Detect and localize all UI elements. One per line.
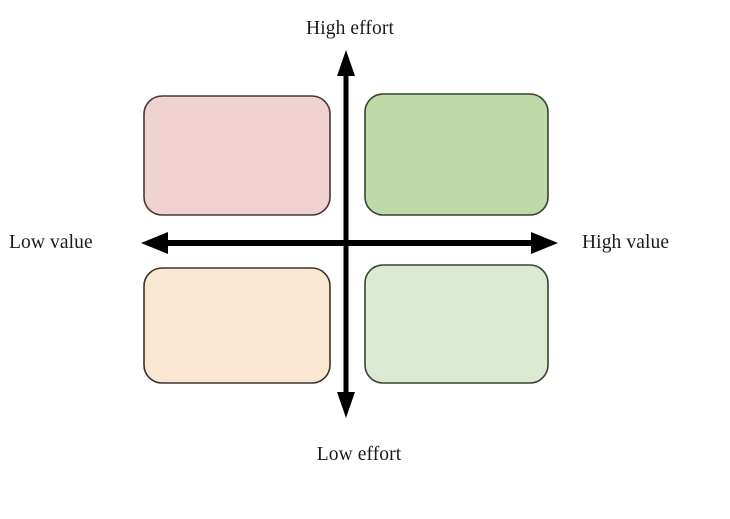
axis-label-high-value: High value [582,232,670,253]
quadrant-low-value-high-effort[interactable] [143,95,331,216]
arrow-up-icon [337,50,355,76]
axis-label-low-value: Low value [9,232,93,253]
quadrant-high-value-high-effort[interactable] [364,93,549,216]
quadrant-group [143,93,549,384]
effort-axis [337,50,355,418]
arrow-left-icon [141,232,168,254]
axis-label-low-effort: Low effort [316,444,402,465]
quadrant-low-value-low-effort[interactable] [143,267,331,384]
arrow-down-icon [337,392,355,418]
axis-label-high-effort: High effort [306,18,394,39]
arrow-right-icon [531,232,558,254]
value-axis [141,232,558,254]
quadrant-high-value-low-effort[interactable] [364,264,549,384]
